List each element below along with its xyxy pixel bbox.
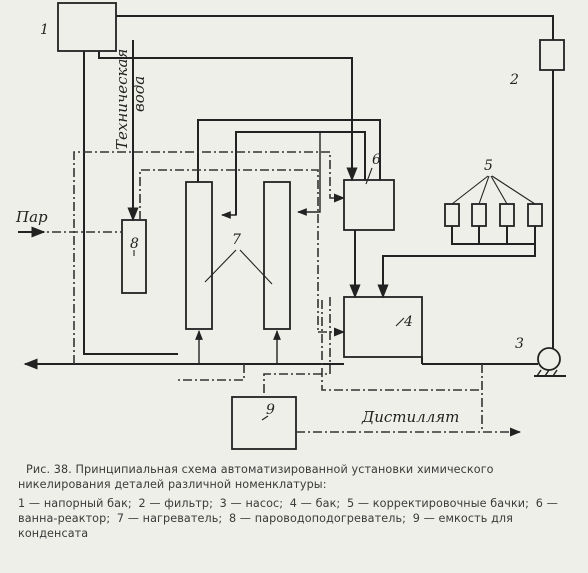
installation-schematic: Пар Техническая вода Дистиллят 1 2 3 4 5… (15, 2, 566, 450)
label-technical-water-line1: Техническая (113, 49, 131, 150)
pipe-condensate-to-tank9 (263, 297, 331, 397)
caption-legend: 1 — напорный бак; 2 — фильтр; 3 — насос;… (18, 496, 580, 541)
leader-lines-5 (451, 175, 536, 205)
number-4: 4 (403, 314, 413, 330)
number-3: 3 (515, 336, 524, 352)
pipe-steam-loop-inner (139, 169, 319, 332)
leader-line-4 (395, 317, 405, 327)
legend-item-4: 4 — бак; (289, 497, 341, 510)
number-8: 8 (130, 236, 139, 252)
number-5: 5 (484, 158, 493, 174)
pipe-heater-inner-2 (297, 132, 321, 216)
number-9: 9 (266, 402, 275, 418)
leader-line-9 (261, 415, 269, 421)
pipe-correction-manifold (377, 226, 536, 299)
pipe-tank4-dash (321, 300, 482, 391)
number-7: 7 (232, 232, 241, 248)
legend-item-6: 6 — ванна-реактор; (18, 497, 558, 525)
legend-item-8: 8 — пароводоподогреватель; (228, 512, 407, 525)
heater-7b (263, 181, 291, 330)
number-2: 2 (509, 72, 519, 88)
condensate-tank-9 (231, 396, 297, 450)
legend-item-2: 2 — фильтр; (138, 497, 213, 510)
number-6: 6 (372, 152, 381, 168)
label-technical-water-line2: вода (130, 76, 148, 112)
leader-line-6 (365, 167, 373, 185)
legend-item-1: 1 — напорный бак; (18, 497, 132, 510)
pipe-tank1-to-filter (116, 15, 554, 40)
heater-7a (185, 181, 213, 330)
label-technical-water: Техническая вода (113, 49, 148, 150)
pipe-heater-inner (221, 132, 237, 219)
label-distillate: Дистиллят (361, 408, 459, 426)
pipe-condensate-lower (178, 364, 245, 381)
pipe-heater-loop-top (197, 119, 381, 182)
legend-item-5: 5 — корректировочные бачки; (346, 497, 530, 510)
correction-tanks-5 (444, 203, 543, 227)
pressure-tank-1 (57, 2, 117, 52)
legend-item-9: 9 — емкость для конденсата (18, 512, 513, 540)
caption-title: Рис. 38. Принципиальная схема автоматизи… (18, 463, 494, 491)
steam-water-heater-8 (121, 219, 147, 294)
figure-caption: Рис. 38. Принципиальная схема автоматизи… (18, 462, 580, 541)
number-1: 1 (40, 22, 49, 38)
leader-lines-7 (204, 249, 273, 285)
pipe-steam-loop (73, 151, 346, 364)
reactor-bath-6 (343, 179, 395, 231)
legend-item-7: 7 — нагреватель; (116, 512, 223, 525)
filter-2 (539, 39, 565, 71)
legend-item-3: 3 — насос; (219, 497, 284, 510)
pipe-tank1-to-bath (98, 51, 358, 182)
label-steam: Пар (15, 208, 48, 226)
pump-3 (534, 347, 566, 377)
pipe-heater-to-bath (235, 131, 366, 215)
